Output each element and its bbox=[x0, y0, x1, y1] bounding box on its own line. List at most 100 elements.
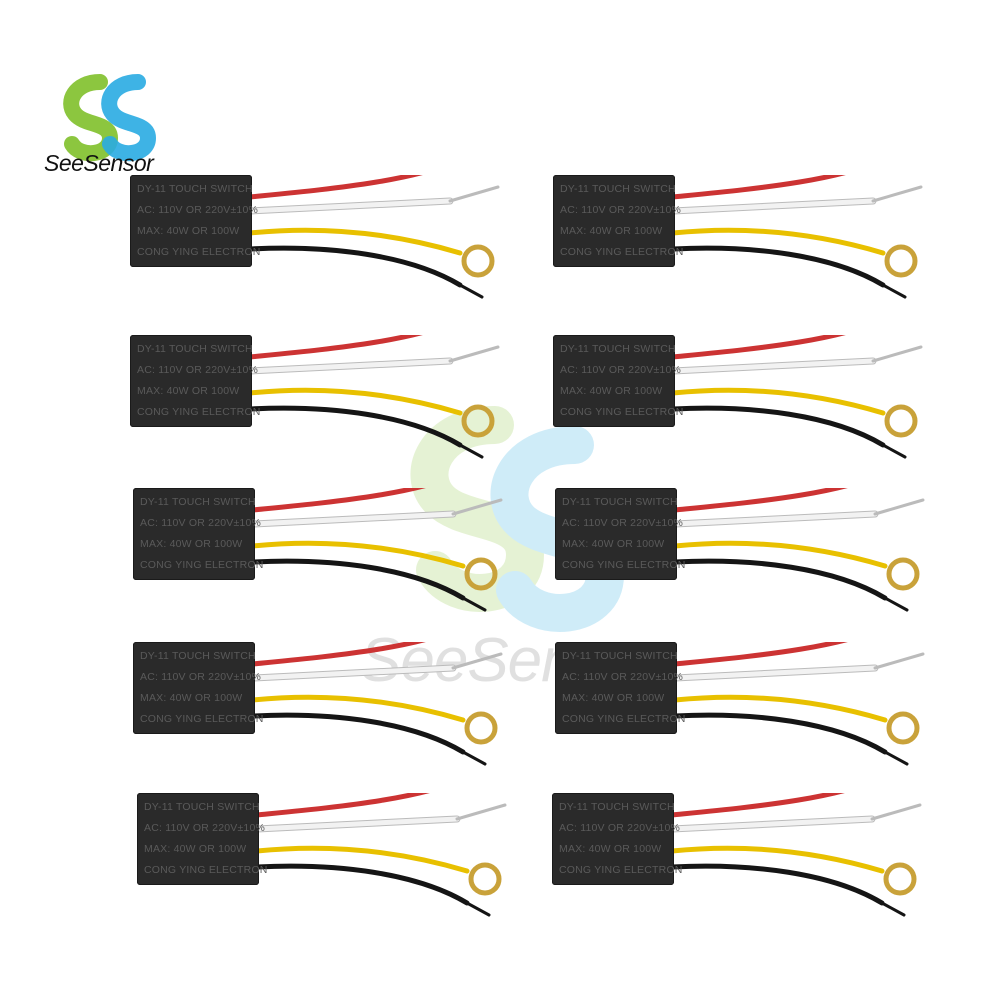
black-wire-tip bbox=[458, 283, 484, 299]
case-label-line: MAX: 40W OR 100W bbox=[562, 538, 665, 550]
red-wire bbox=[672, 642, 848, 667]
red-wire bbox=[669, 793, 845, 818]
case-label-line: DY-11 TOUCH SWITCH bbox=[562, 650, 678, 662]
white-wire bbox=[247, 358, 453, 374]
case-label-line: CONG YING ELECTRON bbox=[140, 713, 264, 725]
white-wire-tip bbox=[871, 185, 923, 203]
yellow-wire bbox=[672, 694, 888, 723]
brass-ring-terminal bbox=[464, 557, 498, 591]
case-label-line: AC: 110V OR 220V±10% bbox=[562, 671, 684, 683]
switch-case: DY-11 TOUCH SWITCH AC: 110V OR 220V±10% MA… bbox=[553, 175, 683, 267]
case-label-line: CONG YING ELECTRON bbox=[137, 246, 261, 258]
case-label-line: CONG YING ELECTRON bbox=[560, 246, 684, 258]
brass-ring-terminal bbox=[883, 862, 917, 896]
case-label-line: DY-11 TOUCH SWITCH bbox=[137, 183, 253, 195]
case-label-line: AC: 110V OR 220V±10% bbox=[560, 204, 682, 216]
brass-ring-terminal bbox=[464, 711, 498, 745]
black-wire bbox=[670, 245, 886, 288]
white-wire bbox=[247, 198, 453, 214]
touch-switch-module: DY-11 TOUCH SWITCH AC: 110V OR 220V±10% MA… bbox=[133, 642, 523, 792]
case-label-line: CONG YING ELECTRON bbox=[562, 713, 686, 725]
case-label-line: AC: 110V OR 220V±10% bbox=[559, 822, 681, 834]
case-label-line: AC: 110V OR 220V±10% bbox=[140, 671, 262, 683]
white-wire-tip bbox=[451, 652, 503, 670]
yellow-wire bbox=[669, 845, 885, 874]
case-label-line: DY-11 TOUCH SWITCH bbox=[560, 343, 676, 355]
case-label-line: MAX: 40W OR 100W bbox=[137, 225, 240, 237]
case-label-line: DY-11 TOUCH SWITCH bbox=[559, 801, 675, 813]
wire-bundle bbox=[668, 793, 922, 917]
case-label-line: DY-11 TOUCH SWITCH bbox=[140, 650, 256, 662]
wire-bundle bbox=[669, 175, 923, 299]
black-wire-tip bbox=[465, 901, 491, 917]
white-wire-tip bbox=[448, 185, 500, 203]
black-wire bbox=[669, 863, 885, 906]
touch-switch-module: DY-11 TOUCH SWITCH AC: 110V OR 220V±10% MA… bbox=[553, 175, 943, 325]
case-label-line: MAX: 40W OR 100W bbox=[140, 692, 243, 704]
black-wire bbox=[247, 245, 463, 288]
black-wire-tip bbox=[881, 443, 907, 459]
wire-bundle bbox=[671, 488, 925, 612]
white-wire-tip bbox=[870, 803, 922, 821]
case-label-line: CONG YING ELECTRON bbox=[137, 406, 261, 418]
case-label-line: MAX: 40W OR 100W bbox=[560, 225, 663, 237]
black-wire bbox=[672, 712, 888, 755]
case-label-line: MAX: 40W OR 100W bbox=[560, 385, 663, 397]
red-wire bbox=[247, 335, 423, 360]
brass-ring-terminal bbox=[886, 557, 920, 591]
wire-bundle bbox=[246, 335, 500, 459]
case-label-line: CONG YING ELECTRON bbox=[140, 559, 264, 571]
black-wire-tip bbox=[461, 750, 487, 766]
white-wire-tip bbox=[455, 803, 507, 821]
yellow-wire bbox=[247, 227, 463, 256]
case-label-line: DY-11 TOUCH SWITCH bbox=[560, 183, 676, 195]
brass-ring-terminal bbox=[468, 862, 502, 896]
black-wire bbox=[672, 558, 888, 601]
brass-ring-terminal bbox=[461, 404, 495, 438]
black-wire-tip bbox=[881, 283, 907, 299]
case-label-line: DY-11 TOUCH SWITCH bbox=[140, 496, 256, 508]
yellow-wire bbox=[670, 387, 886, 416]
white-wire bbox=[250, 511, 456, 527]
white-wire-tip bbox=[873, 652, 925, 670]
case-label-line: AC: 110V OR 220V±10% bbox=[562, 517, 684, 529]
yellow-wire bbox=[247, 387, 463, 416]
white-wire bbox=[670, 358, 876, 374]
case-label-line: MAX: 40W OR 100W bbox=[137, 385, 240, 397]
brass-ring-terminal bbox=[884, 404, 918, 438]
wire-bundle bbox=[253, 793, 507, 917]
wire-bundle bbox=[249, 642, 503, 766]
brass-ring-terminal bbox=[884, 244, 918, 278]
yellow-wire bbox=[250, 694, 466, 723]
white-wire bbox=[254, 816, 460, 832]
black-wire bbox=[670, 405, 886, 448]
case-label-line: MAX: 40W OR 100W bbox=[144, 843, 247, 855]
wire-bundle bbox=[669, 335, 923, 459]
red-wire bbox=[247, 175, 423, 200]
case-label-line: DY-11 TOUCH SWITCH bbox=[137, 343, 253, 355]
black-wire-tip bbox=[880, 901, 906, 917]
yellow-wire bbox=[254, 845, 470, 874]
black-wire-tip bbox=[883, 596, 909, 612]
red-wire bbox=[672, 488, 848, 513]
white-wire-tip bbox=[871, 345, 923, 363]
case-label-line: DY-11 TOUCH SWITCH bbox=[144, 801, 260, 813]
wire-bundle bbox=[249, 488, 503, 612]
white-wire bbox=[672, 511, 878, 527]
case-label-line: CONG YING ELECTRON bbox=[144, 864, 268, 876]
white-wire-tip bbox=[448, 345, 500, 363]
yellow-wire bbox=[670, 227, 886, 256]
brand-name: SeeSensor bbox=[44, 150, 154, 176]
wire-bundle bbox=[246, 175, 500, 299]
black-wire-tip bbox=[883, 750, 909, 766]
red-wire bbox=[670, 175, 846, 200]
